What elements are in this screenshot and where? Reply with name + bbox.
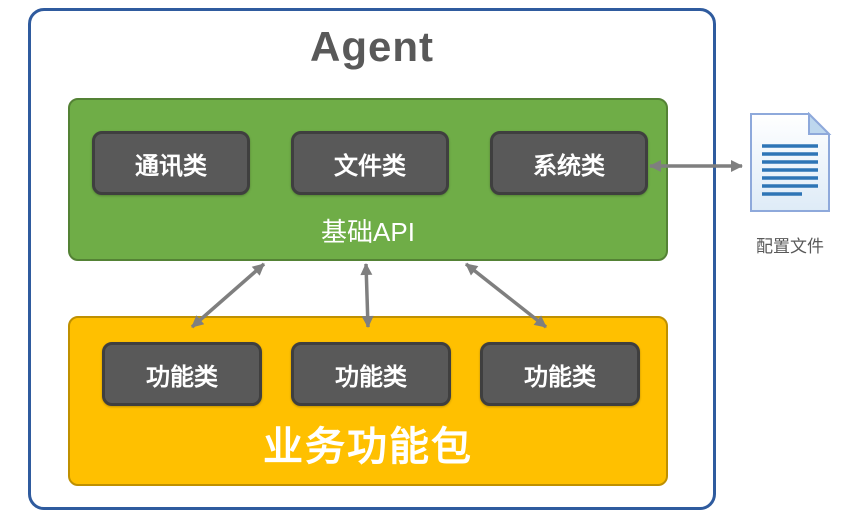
document-icon [750, 112, 832, 212]
api-layer-label: 基础API [321, 217, 415, 247]
api-box-system: 系统类 [490, 131, 648, 195]
business-box-function-2: 功能类 [291, 342, 451, 406]
business-box-function-1: 功能类 [102, 342, 262, 406]
agent-container: Agent 通讯类 文件类 系统类 基础API 功能类 功能类 功能类 业务功能… [28, 8, 716, 510]
api-box-communication: 通讯类 [92, 131, 250, 195]
business-layer: 功能类 功能类 功能类 业务功能包 [68, 316, 668, 486]
api-layer: 通讯类 文件类 系统类 基础API [68, 98, 668, 261]
business-box-function-3: 功能类 [480, 342, 640, 406]
api-box-file: 文件类 [291, 131, 449, 195]
config-file-label: 配置文件 [756, 237, 824, 256]
business-layer-label: 业务功能包 [263, 425, 473, 469]
diagram-title: Agent [310, 23, 434, 70]
